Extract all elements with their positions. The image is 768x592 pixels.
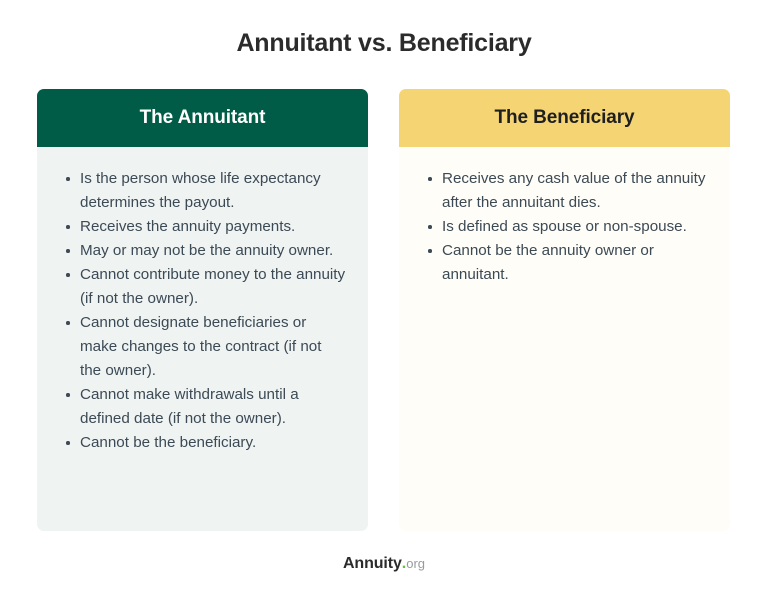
card-annuitant-body: Is the person whose life expectancy dete… <box>37 147 368 531</box>
card-annuitant: The Annuitant Is the person whose life e… <box>37 89 368 531</box>
list-item: Is defined as spouse or non-spouse. <box>421 215 708 239</box>
annuitant-bullet-list: Is the person whose life expectancy dete… <box>59 167 346 455</box>
card-annuitant-heading: The Annuitant <box>37 89 368 147</box>
card-beneficiary: The Beneficiary Receives any cash value … <box>399 89 730 531</box>
list-item: Is the person whose life expectancy dete… <box>59 167 346 215</box>
list-item: May or may not be the annuity owner. <box>59 239 346 263</box>
card-beneficiary-body: Receives any cash value of the annuity a… <box>399 147 730 531</box>
page-title: Annuitant vs. Beneficiary <box>236 29 532 57</box>
list-item: Cannot make withdrawals until a defined … <box>59 383 346 431</box>
list-item: Cannot be the annuity owner or annuitant… <box>421 239 708 287</box>
list-item: Receives any cash value of the annuity a… <box>421 167 708 215</box>
list-item: Cannot designate beneficiaries or make c… <box>59 311 346 383</box>
card-beneficiary-heading: The Beneficiary <box>399 89 730 147</box>
list-item: Cannot contribute money to the annuity (… <box>59 263 346 311</box>
logo-wordmark: Annuity <box>342 555 402 572</box>
logo-tld: org <box>406 556 426 571</box>
list-item: Cannot be the beneficiary. <box>59 431 346 455</box>
beneficiary-bullet-list: Receives any cash value of the annuity a… <box>421 167 708 287</box>
logo-dot-icon: . <box>401 555 407 572</box>
list-item: Receives the annuity payments. <box>59 215 346 239</box>
footer-logo: Annuity.org <box>0 555 768 573</box>
comparison-columns: The Annuitant Is the person whose life e… <box>37 89 730 531</box>
